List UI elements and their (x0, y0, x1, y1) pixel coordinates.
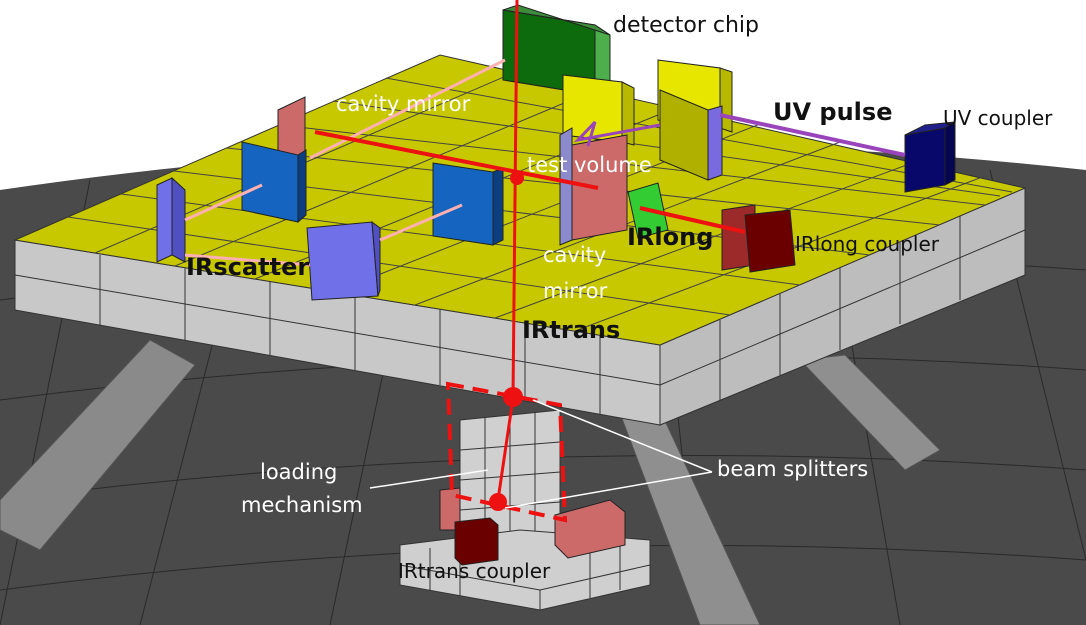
uv-coupler (904, 121, 956, 193)
yellow-mirror-left (562, 74, 635, 146)
support-legs (0, 339, 941, 625)
side-tile-lines (14, 216, 1026, 414)
blue-mirror-left (241, 141, 307, 224)
label-loading-2: mechanism (241, 493, 363, 517)
blue-mirror-center (432, 162, 504, 246)
beam-splitter-upper (503, 387, 523, 407)
lilac-mirror-left (156, 176, 186, 263)
uv-steering-mirror (659, 89, 723, 181)
label-beam-splitters: beam splitters (717, 457, 869, 481)
ir-beam-center (379, 203, 463, 242)
loading-pointer (369, 469, 489, 489)
irlong-coupler (721, 204, 796, 273)
ir-beam-left (184, 183, 263, 222)
irtrans-coupler (454, 517, 499, 566)
label-irscatter: IRscatter (186, 253, 310, 281)
cavity-mirror-bottom (559, 127, 628, 246)
irtrans-beam (511, 0, 519, 399)
test-volume-dot (510, 171, 524, 185)
label-irlong-coupler: IRlong coupler (795, 232, 940, 256)
loading-dashed-outline (445, 381, 568, 523)
uv-beam-fan (573, 120, 661, 147)
pointer-lines (369, 399, 713, 509)
cavity-beam (314, 130, 599, 190)
label-uv-pulse: UV pulse (773, 98, 893, 126)
label-irtrans-coupler: IRtrans coupler (398, 559, 551, 583)
ir-beam-lower (184, 253, 311, 267)
label-loading-1: loading (260, 460, 338, 484)
label-detector-chip: detector chip (613, 13, 759, 38)
label-cavity-mirror-bottom-1: cavity (543, 243, 607, 267)
ir-beam-top (309, 58, 506, 160)
irtrans-beam-lower (496, 397, 515, 501)
beam-splitter-lower (489, 493, 507, 511)
irlong-beam (639, 206, 746, 234)
label-uv-coupler: UV coupler (943, 106, 1053, 130)
uv-beam (719, 113, 906, 157)
label-cavity-mirror-top: cavity mirror (336, 92, 471, 116)
splitter-pointer-lower (504, 471, 713, 509)
label-cavity-mirror-bottom-2: mirror (543, 279, 608, 303)
beams (184, 0, 906, 523)
lilac-mirror-front (306, 220, 381, 301)
label-irlong: IRlong (627, 223, 714, 251)
label-irtrans: IRtrans (522, 316, 621, 344)
components (156, 4, 956, 566)
splitter-pointer-upper (532, 399, 713, 473)
base-tiles (399, 543, 651, 610)
label-test-volume: test volume (527, 153, 652, 177)
